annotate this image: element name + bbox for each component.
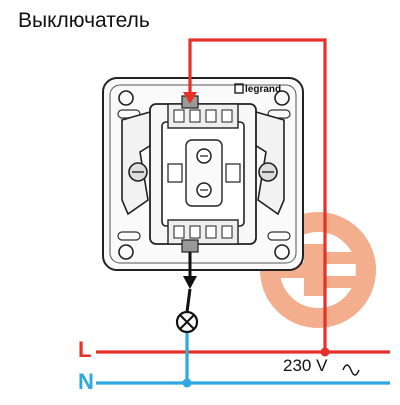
- legrand-logo: legrand: [234, 83, 281, 95]
- terminal-bottom-entry: [181, 239, 199, 253]
- load-arrow-icon: [183, 276, 197, 289]
- phase-label: L: [78, 337, 92, 362]
- legrand-logo-mark: [234, 83, 244, 94]
- phase-arrow-icon: [183, 92, 197, 104]
- mounting-frame-inner: [109, 84, 297, 264]
- neutral-junction-dot: [182, 378, 192, 388]
- ac-wave-icon: [342, 364, 360, 376]
- phase-junction-dot: [320, 347, 330, 357]
- watermark-prong-top: [322, 252, 356, 264]
- load-wire-lower: [185, 288, 192, 313]
- screw-hole-top-right: [274, 90, 290, 106]
- terminal-bottom-clamp-b: [189, 225, 201, 239]
- terminal-top-clamp-d: [221, 109, 233, 123]
- side-contact-left: [167, 163, 183, 183]
- terminal-bottom-clamp-c: [205, 225, 217, 239]
- switch-mechanism: legrand: [102, 77, 304, 271]
- neutral-wiring: [96, 330, 390, 388]
- watermark-plug-body: [304, 244, 324, 296]
- terminal-bottom-clamp-d: [221, 225, 233, 239]
- diagram-title: Выключатель: [18, 9, 150, 32]
- screw-hole-bottom-right: [274, 244, 290, 260]
- side-contact-right: [225, 163, 241, 183]
- voltage-label: 230 V: [283, 356, 328, 375]
- terminal-top-clamp-a: [173, 109, 185, 123]
- rocker-pivot: [185, 139, 223, 207]
- slot-bottom-right: [267, 231, 291, 241]
- brand-text: legrand: [245, 84, 281, 95]
- neutral-label: N: [78, 369, 94, 394]
- load-wiring: [175, 252, 199, 334]
- screw-hole-top-left: [118, 90, 134, 106]
- screw-hole-bottom-left: [118, 244, 134, 260]
- watermark-prong-bottom: [322, 276, 356, 288]
- terminal-bottom-clamp-a: [173, 225, 185, 239]
- slot-bottom-left: [117, 231, 141, 241]
- lamp-cross-b: [179, 314, 195, 330]
- phase-wire-riser: [188, 38, 327, 352]
- phase-wiring: [96, 38, 390, 357]
- lamp-icon: [175, 310, 199, 334]
- terminal-top-clamp-b: [189, 109, 201, 123]
- terminal-top-clamp-c: [205, 109, 217, 123]
